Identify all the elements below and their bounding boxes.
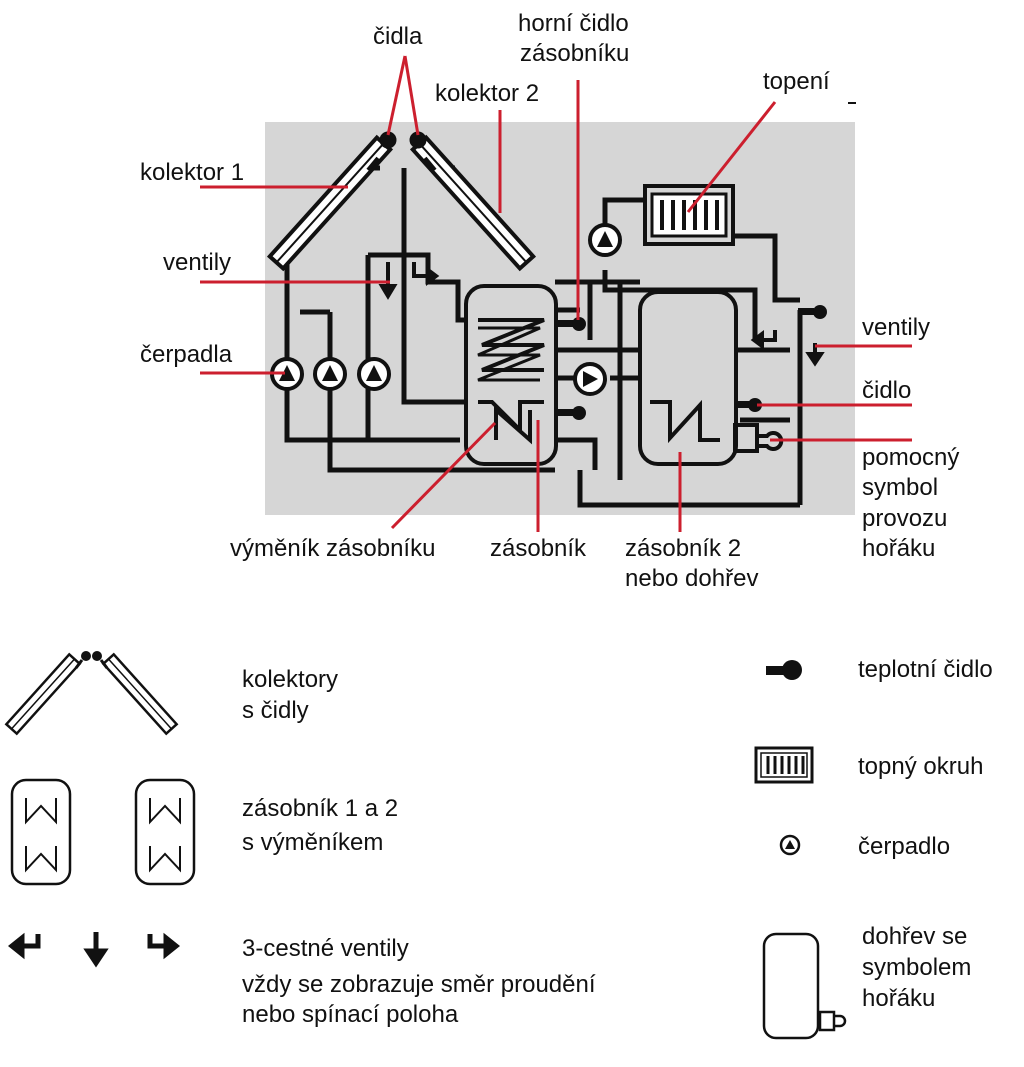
label-pomocny: symbol <box>862 474 938 501</box>
collector-sensors <box>366 131 437 172</box>
legend-heating-circuit-icon <box>754 746 814 784</box>
legend-storage-icon <box>10 778 72 886</box>
label-vymenik: výměník zásobníku <box>230 535 435 562</box>
label-horni-cidlo: horní čidlo <box>518 10 629 37</box>
legend-ventily: vždy se zobrazuje směr proudění <box>242 971 596 998</box>
label-zasobnik-2: nebo dohřev <box>625 565 758 592</box>
pump-icon <box>573 362 607 396</box>
legend-valve-icon <box>147 932 181 960</box>
label-pomocny: provozu <box>862 505 947 532</box>
temperature-sensor-icon <box>558 406 586 420</box>
legend-ventily: nebo spínací poloha <box>242 1001 459 1028</box>
valve-icon <box>750 330 777 350</box>
legend-zasobnik: s výměníkem <box>242 829 383 856</box>
temperature-sensor-icon <box>734 398 762 412</box>
label-zasobnik-2: zásobník 2 <box>625 535 741 562</box>
pump-icon <box>588 223 622 257</box>
label-kolektor-1: kolektor 1 <box>140 159 244 186</box>
label-cidla: čidla <box>373 23 423 50</box>
label-ventily-right: ventily <box>862 314 930 341</box>
legend-kolektory: kolektory <box>242 666 338 693</box>
legend-dohrev: dohřev se <box>862 923 967 950</box>
leader-lines <box>200 55 912 532</box>
legend-kolektory: s čidly <box>242 697 309 724</box>
legend-teplotni-cidlo: teplotní čidlo <box>858 656 993 683</box>
legend-temperature-sensor-icon <box>766 660 802 680</box>
tank-2 <box>638 290 738 466</box>
legend-valve-icon <box>83 932 109 968</box>
label-cidlo: čidlo <box>862 377 911 404</box>
temperature-sensor-icon <box>798 305 827 319</box>
legend-topny-okruh: topný okruh <box>858 753 983 780</box>
pump-icon <box>357 357 391 391</box>
valve-icon <box>378 262 398 300</box>
legend-pump-icon <box>779 834 801 856</box>
label-kolektor-2: kolektor 2 <box>435 80 539 107</box>
legend-zasobnik: zásobník 1 a 2 <box>242 795 398 822</box>
legend-dohrev: symbolem <box>862 954 971 981</box>
legend-storage-icon <box>134 778 196 886</box>
temperature-sensor-icon <box>558 317 586 331</box>
label-pomocny: pomocný <box>862 444 959 471</box>
legend-ventily: 3-cestné ventily <box>242 935 409 962</box>
radiator-icon <box>643 184 735 246</box>
label-pomocny: hořáku <box>862 535 935 562</box>
valve-icon <box>412 262 440 286</box>
pipes <box>284 165 803 508</box>
label-cerpadla: čerpadla <box>140 341 233 368</box>
label-horni-cidlo: zásobníku <box>520 40 629 67</box>
tank-1 <box>464 284 558 466</box>
pump-icon <box>313 357 347 391</box>
legend-valve-icon <box>7 932 41 960</box>
legend-dohrev: hořáku <box>862 985 935 1012</box>
label-ventily-left: ventily <box>163 249 231 276</box>
legend-collectors-icon <box>4 651 179 736</box>
label-topeni: topení <box>763 68 830 95</box>
legend-cerpadlo: čerpadlo <box>858 833 950 860</box>
legend-burner-tank-icon <box>762 932 847 1040</box>
label-zasobnik: zásobník <box>490 535 587 562</box>
